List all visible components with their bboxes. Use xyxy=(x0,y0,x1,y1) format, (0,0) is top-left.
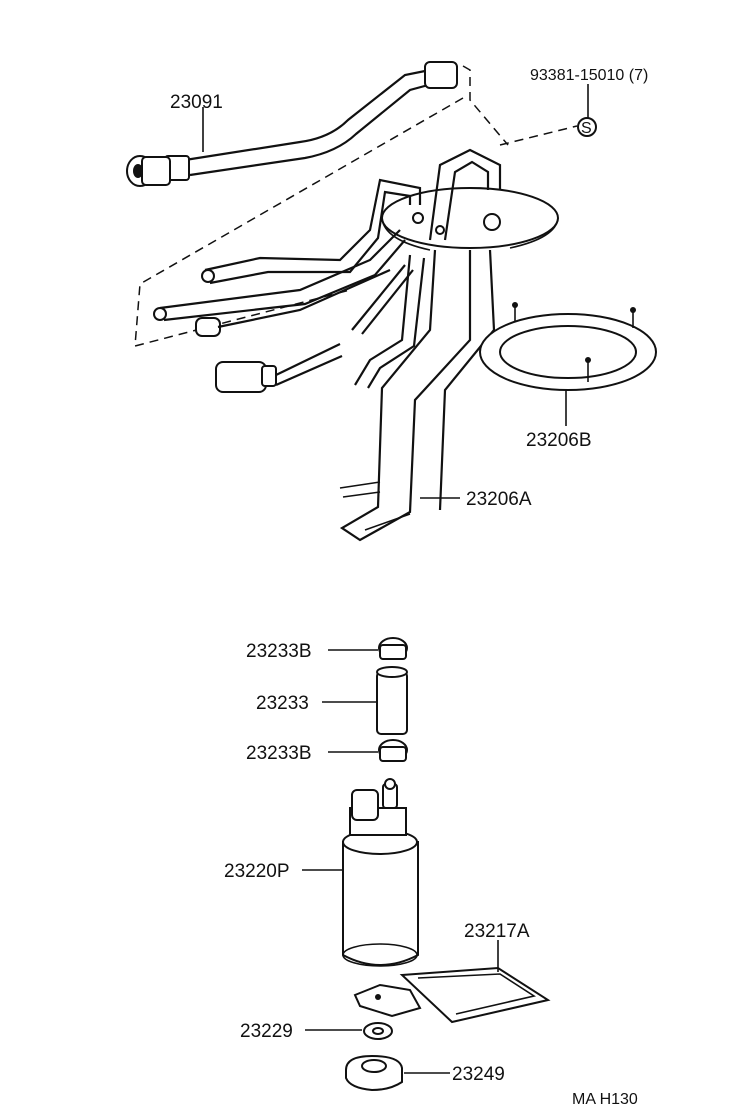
label-23233: 23233 xyxy=(256,693,309,714)
label-23233B-top: 23233B xyxy=(246,641,312,662)
fuel-hose-23091 xyxy=(126,61,458,187)
diagram-code: MA H130 xyxy=(572,1091,638,1108)
assembly-group-outline xyxy=(134,65,578,347)
label-23206B: 23206B xyxy=(526,430,592,451)
washer-23229 xyxy=(363,1022,393,1040)
clamp-23233B-top xyxy=(378,637,408,660)
fuel-pump-23220P xyxy=(342,778,419,967)
label-23217A: 23217A xyxy=(464,921,530,942)
clamp-23233B-bottom xyxy=(378,739,408,762)
s-symbol-letter: S xyxy=(581,120,592,137)
label-23206A: 23206A xyxy=(466,489,532,510)
label-23249: 23249 xyxy=(452,1064,505,1085)
label-93381-15010: 93381-15010 (7) xyxy=(530,67,648,84)
pump-bracket-23206A xyxy=(153,148,559,542)
label-23091: 23091 xyxy=(170,92,223,113)
gasket-23206B xyxy=(479,302,657,391)
hose-23233 xyxy=(376,666,408,735)
label-23220P: 23220P xyxy=(224,861,290,882)
fuel-filter-23217A xyxy=(353,966,551,1024)
label-23233B-bottom: 23233B xyxy=(246,743,312,764)
label-23229: 23229 xyxy=(240,1021,293,1042)
cushion-23249 xyxy=(345,1054,403,1092)
s-symbol-circle xyxy=(577,117,597,137)
